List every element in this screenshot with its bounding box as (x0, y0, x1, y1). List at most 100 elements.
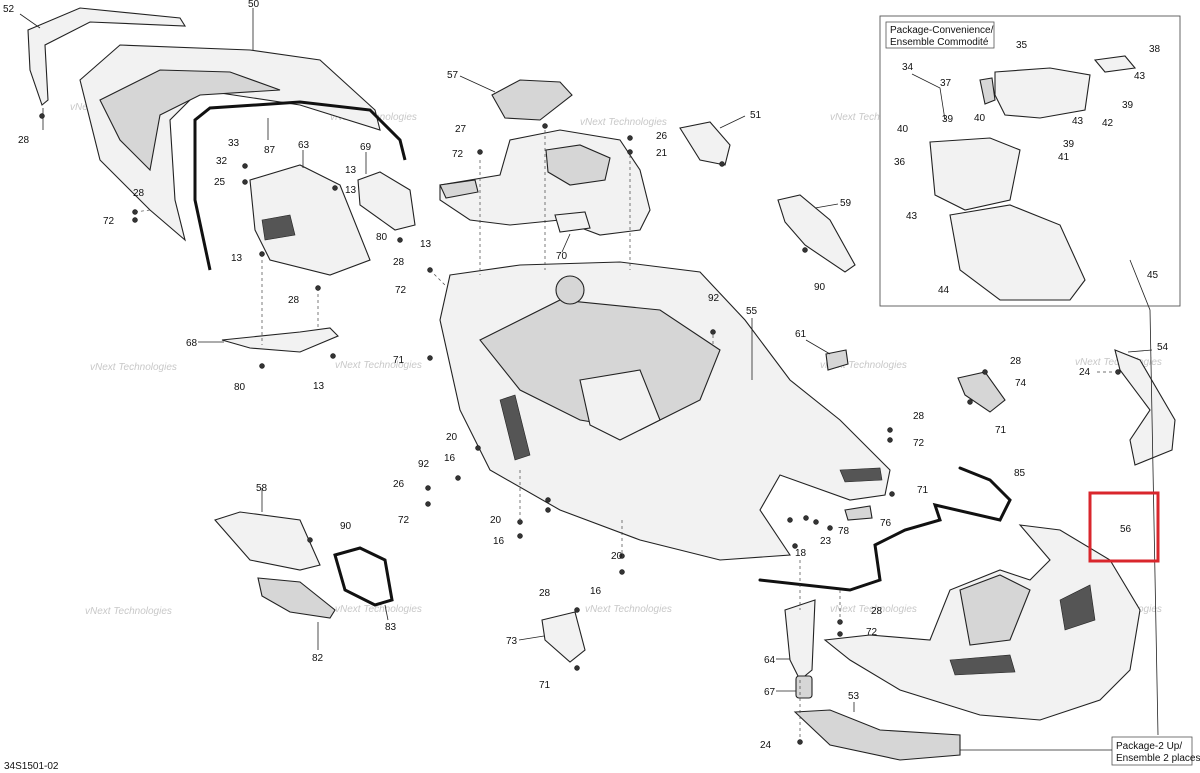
callout-70: 70 (556, 251, 568, 262)
callout-37: 37 (940, 78, 952, 89)
callout-28: 28 (913, 411, 925, 422)
callout-28: 28 (18, 135, 30, 146)
part-52-side-strip (19, 7, 187, 106)
callout-74: 74 (1015, 378, 1027, 389)
callout-20: 20 (490, 515, 502, 526)
callout-28: 28 (393, 257, 405, 268)
watermark-text: vNext Technologies (585, 604, 672, 615)
watermark-text: vNext Technologies (580, 117, 667, 128)
callout-21: 21 (656, 148, 668, 159)
callout-71: 71 (393, 355, 405, 366)
callout-90: 90 (340, 521, 352, 532)
callout-72: 72 (452, 149, 464, 160)
callout-38: 38 (1149, 44, 1161, 55)
callout-69: 69 (360, 142, 372, 153)
part-70-plate (554, 211, 591, 253)
highlight-box-part-56 (1088, 491, 1160, 563)
callout-18: 18 (795, 548, 807, 559)
callout-51: 51 (750, 110, 762, 121)
callout-52: 52 (3, 4, 15, 15)
callout-28: 28 (1010, 356, 1022, 367)
part-50-top-deck-panel (42, 8, 381, 242)
assembly-guide-lines (134, 130, 1118, 740)
callout-78: 78 (838, 526, 850, 537)
watermark-text: vNext Technologies (335, 604, 422, 615)
callout-56: 56 (1120, 524, 1132, 535)
callout-43: 43 (1072, 116, 1084, 127)
callout-32: 32 (216, 156, 228, 167)
drawing-code: 34S1501-02 (4, 761, 59, 772)
part-61-clip (805, 339, 849, 371)
callout-68: 68 (186, 338, 198, 349)
callout-36: 36 (894, 157, 906, 168)
callout-55: 55 (746, 306, 758, 317)
callout-83: 83 (385, 622, 397, 633)
callout-61: 61 (795, 329, 807, 340)
callout-27: 27 (455, 124, 467, 135)
part-67-bumper (776, 675, 813, 699)
part-58-panel (214, 488, 321, 571)
part-64-post (776, 599, 816, 681)
callout-28: 28 (871, 606, 883, 617)
callout-28: 28 (288, 295, 300, 306)
callout-35: 35 (1016, 40, 1028, 51)
callout-13: 13 (420, 239, 432, 250)
callout-87: 87 (264, 145, 276, 156)
part-83-gasket (333, 546, 394, 621)
callout-72: 72 (103, 216, 115, 227)
callout-50: 50 (248, 0, 260, 10)
callout-72: 72 (398, 515, 410, 526)
callout-39: 39 (1063, 139, 1075, 150)
callout-13: 13 (345, 165, 357, 176)
inset-2up-line2: Ensemble 2 places (1116, 753, 1200, 764)
watermark-text: vNext Technologies (335, 360, 422, 371)
watermark-text: vNext Technologies (820, 360, 907, 371)
callout-labels: 52 28 50 87 63 69 33 32 25 13 13 13 28 7… (3, 0, 1169, 751)
callout-23: 23 (820, 536, 832, 547)
part-57-cover (459, 75, 573, 121)
callout-53: 53 (848, 691, 860, 702)
callout-24: 24 (1079, 367, 1091, 378)
callout-72: 72 (395, 285, 407, 296)
inset-package-convenience: Package-Convenience/ Ensemble Commodité (879, 15, 1181, 736)
callout-57: 57 (447, 70, 459, 81)
watermark-text: vNext Technologies (830, 112, 917, 123)
part-56-front-bumper (823, 524, 1141, 721)
callout-54: 54 (1157, 342, 1169, 353)
part-73-bracket (518, 611, 586, 663)
inset-title-line2: Ensemble Commodité (890, 37, 989, 48)
callout-25: 25 (214, 177, 226, 188)
callout-71: 71 (539, 680, 551, 691)
part-63-glovebox-pod (249, 150, 371, 276)
callout-92: 92 (418, 459, 430, 470)
callout-24: 24 (760, 740, 772, 751)
part-82-lid (257, 577, 336, 650)
callout-39: 39 (1122, 100, 1134, 111)
part-53-step (793, 702, 961, 761)
callout-43: 43 (1134, 71, 1146, 82)
part-59-side-panel (777, 194, 856, 273)
callout-16: 16 (590, 586, 602, 597)
watermark-text: vNext Technologies (85, 606, 172, 617)
inset-title-line1: Package-Convenience/ (890, 25, 994, 36)
part-87-seal-strip (193, 100, 407, 271)
callout-64: 64 (764, 655, 776, 666)
callout-63: 63 (298, 140, 310, 151)
callout-92: 92 (708, 293, 720, 304)
callout-26: 26 (393, 479, 405, 490)
part-69-bracket (357, 152, 416, 231)
callout-80: 80 (376, 232, 388, 243)
callout-13: 13 (231, 253, 243, 264)
callout-90: 90 (814, 282, 826, 293)
watermark-text: vNext Technologies (90, 362, 177, 373)
callout-26: 26 (656, 131, 668, 142)
callout-28: 28 (539, 588, 551, 599)
part-68-trim (198, 327, 339, 353)
callout-71: 71 (995, 425, 1007, 436)
callout-28: 28 (133, 188, 145, 199)
callout-82: 82 (312, 653, 324, 664)
callout-34: 34 (902, 62, 914, 73)
callout-16: 16 (493, 536, 505, 547)
callout-42: 42 (1102, 118, 1114, 129)
